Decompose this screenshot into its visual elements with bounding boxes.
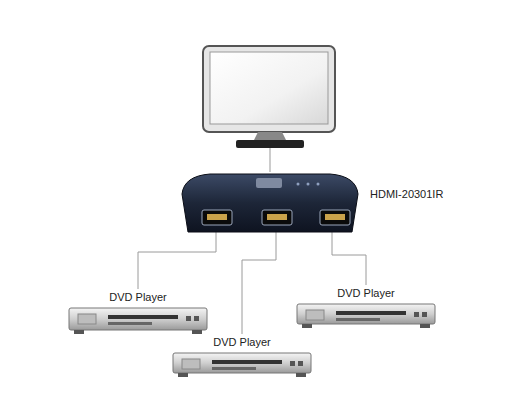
device-label: DVD Player	[172, 336, 312, 349]
player-box: DVD Player	[296, 287, 436, 329]
device-label: DVD Player	[68, 291, 208, 304]
device-label: DVD Player	[296, 287, 436, 300]
television	[203, 46, 335, 148]
hdmi-cable	[242, 226, 276, 334]
dvd-player	[296, 303, 436, 329]
dvd-player	[68, 307, 208, 335]
model-label: HDMI-20301IR	[370, 188, 443, 201]
hdmi-cable	[332, 226, 366, 285]
player-box: DVD Player	[172, 336, 312, 378]
switch-box: HDMI-20301IR	[180, 170, 360, 234]
tv-cable	[270, 148, 271, 172]
player-box: DVD Player	[68, 291, 208, 335]
hdmi-cable	[138, 226, 216, 289]
dvd-player	[172, 352, 312, 378]
hdmi-switch	[180, 170, 360, 234]
